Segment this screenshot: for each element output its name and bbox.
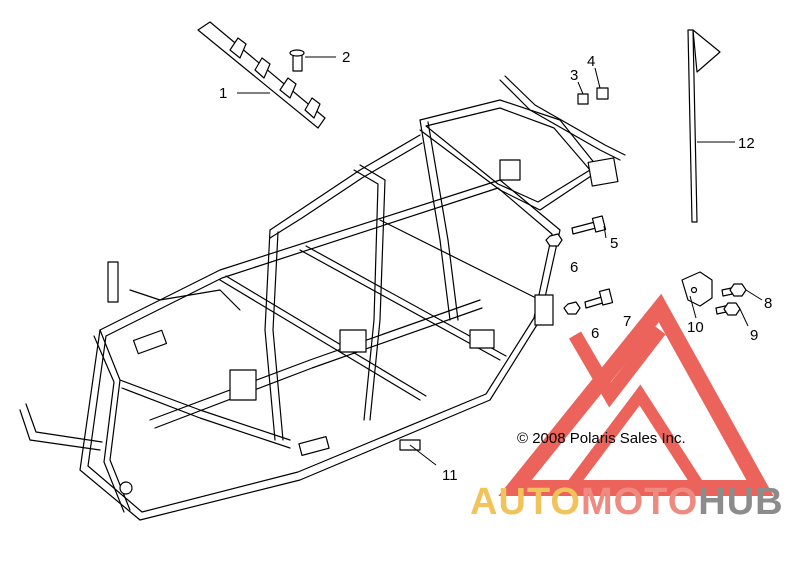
callout-8: 8 bbox=[764, 295, 772, 312]
part-10-plate bbox=[681, 271, 713, 307]
part-7-bolt bbox=[584, 288, 614, 309]
part-12-whip-flag bbox=[687, 29, 721, 223]
watermark-brand: AUTOMOTOHUB bbox=[470, 481, 784, 523]
callout-9: 9 bbox=[750, 327, 758, 344]
part-3-bushing bbox=[577, 93, 589, 105]
callout-2: 2 bbox=[342, 49, 350, 66]
part-9-bolt bbox=[715, 302, 741, 316]
watermark-auto: AUTO bbox=[470, 481, 581, 523]
part-4-bushing bbox=[596, 87, 609, 100]
watermark-moto: MOTO bbox=[581, 481, 698, 523]
part-5-bolt bbox=[571, 215, 607, 235]
callout-6-lower: 6 bbox=[591, 325, 599, 342]
callout-4: 4 bbox=[587, 53, 595, 70]
part-8-bolt bbox=[721, 283, 747, 297]
watermark-hub: HUB bbox=[698, 481, 783, 523]
watermark-logo bbox=[498, 293, 774, 496]
copyright-notice: © 2008 Polaris Sales Inc. bbox=[517, 430, 686, 447]
callout-1: 1 bbox=[219, 85, 227, 102]
callout-10: 10 bbox=[687, 319, 704, 336]
callouts: 1 2 3 4 5 6 6 7 8 9 10 11 12 bbox=[219, 49, 772, 484]
part-6-nut-lower bbox=[563, 301, 581, 315]
part-6-nut-upper bbox=[545, 233, 563, 247]
callout-3: 3 bbox=[570, 67, 578, 84]
callout-7: 7 bbox=[623, 313, 631, 330]
frame-assembly bbox=[19, 75, 626, 521]
part-2-bolt bbox=[289, 49, 305, 72]
callout-12: 12 bbox=[738, 135, 755, 152]
callout-5: 5 bbox=[610, 235, 618, 252]
part-1-bracket-rail bbox=[197, 21, 326, 129]
leader-lines bbox=[237, 56, 763, 466]
callout-11: 11 bbox=[442, 467, 458, 484]
callout-6-upper: 6 bbox=[570, 259, 578, 276]
